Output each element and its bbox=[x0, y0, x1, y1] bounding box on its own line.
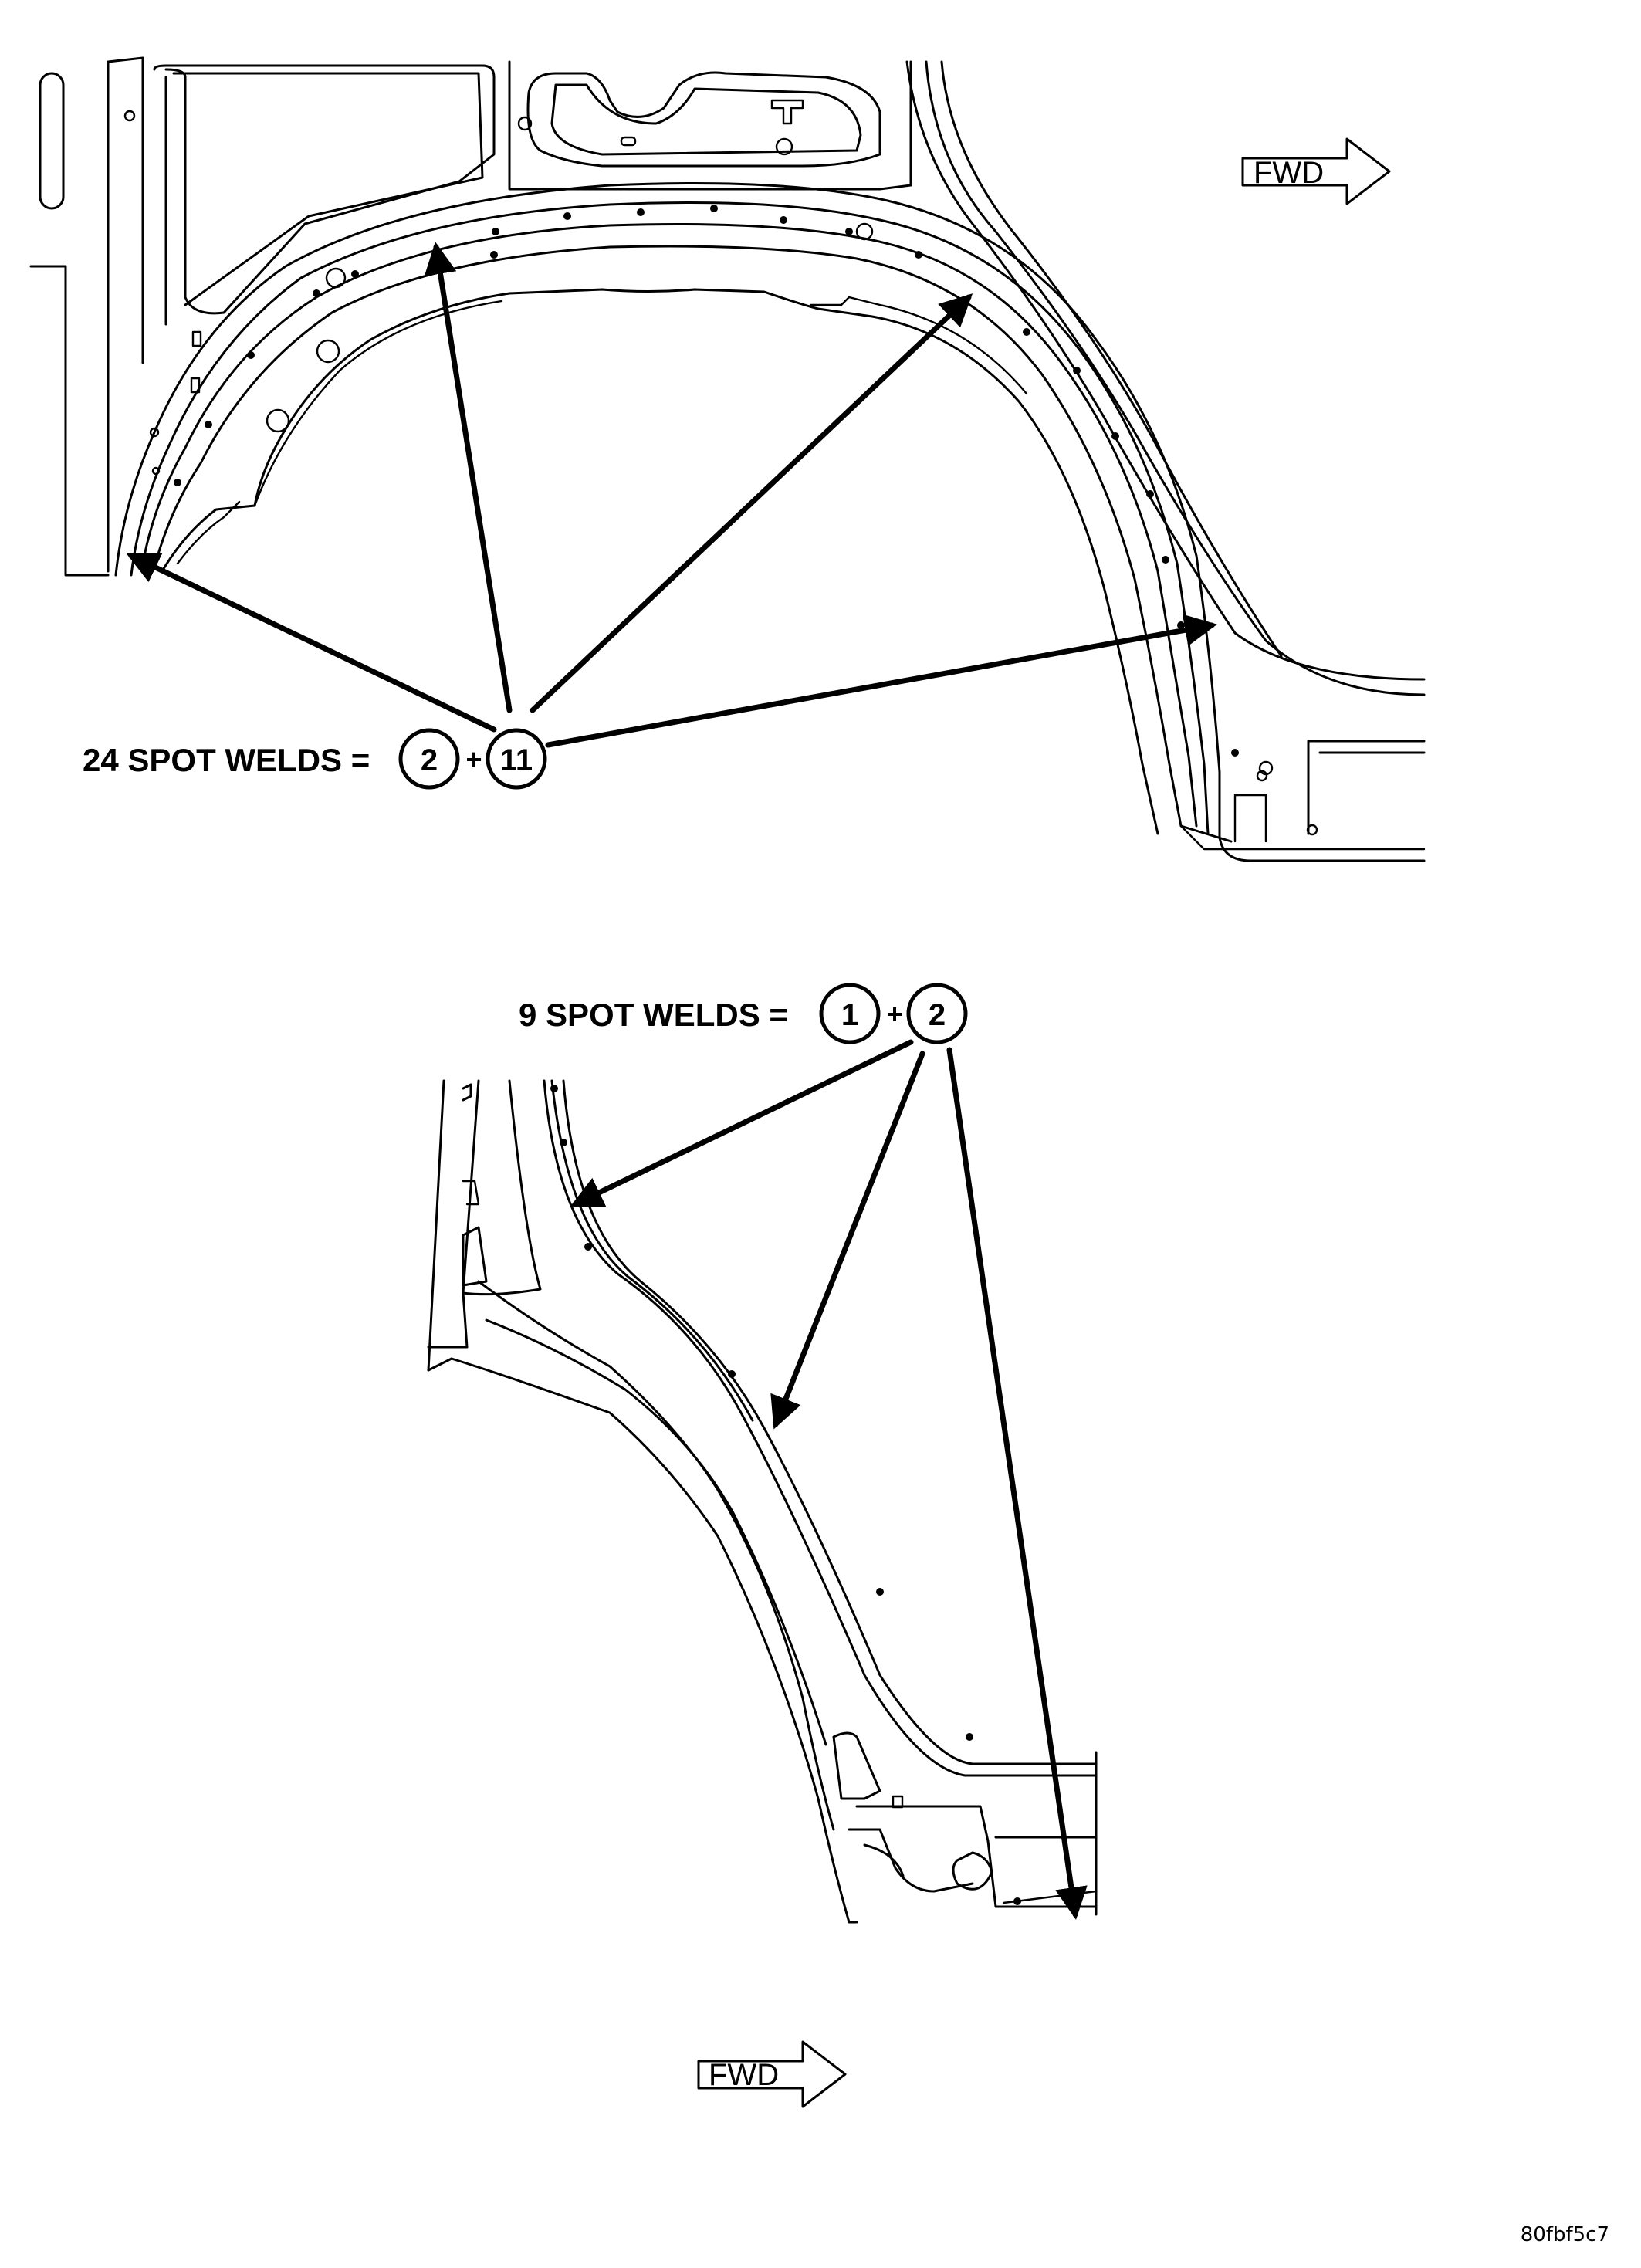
upper-callout-text: 24 SPOT WELDS = bbox=[83, 742, 370, 778]
lower-weld-callout: 9 SPOT WELDS = 1 + 2 bbox=[519, 983, 968, 1044]
item-number: 1 bbox=[841, 998, 858, 1032]
fwd-arrow-upper: FWD bbox=[1241, 137, 1391, 205]
plus-sign: + bbox=[465, 743, 482, 775]
fwd-label: FWD bbox=[709, 2058, 779, 2092]
upper-wheelhouse-panel bbox=[29, 56, 1426, 862]
item-circle-2 bbox=[906, 983, 968, 1044]
lower-pillar-panel bbox=[427, 1039, 1098, 1924]
upper-weld-callout: 24 SPOT WELDS = 2 + 11 bbox=[83, 728, 547, 790]
fwd-arrow-lower: FWD bbox=[697, 2040, 847, 2108]
item-number: 2 bbox=[421, 743, 438, 777]
fwd-label: FWD bbox=[1254, 156, 1324, 190]
item-number: 2 bbox=[929, 998, 946, 1032]
plus-sign: + bbox=[886, 998, 902, 1030]
lower-callout-text: 9 SPOT WELDS = bbox=[519, 997, 788, 1033]
item-circle-1 bbox=[819, 983, 881, 1044]
item-circle-2 bbox=[398, 728, 460, 790]
item-circle-11 bbox=[486, 728, 547, 790]
reference-code: 80fbf5c7 bbox=[1521, 2223, 1609, 2246]
item-number: 11 bbox=[500, 743, 533, 777]
